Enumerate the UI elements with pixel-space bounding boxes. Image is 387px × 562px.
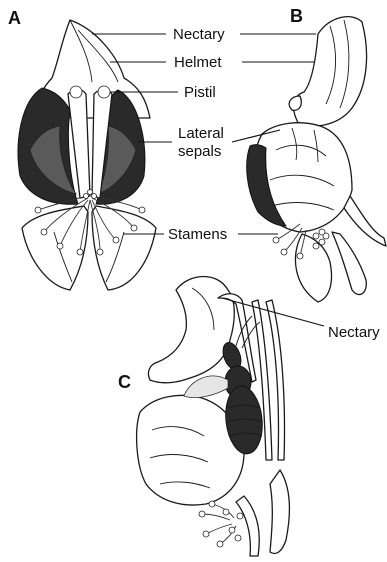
label-pistil: Pistil [184, 84, 216, 101]
panel-b-pedicel [344, 196, 386, 246]
label-lateral-sepals-line2: sepals [178, 143, 221, 160]
panel-a-letter: A [8, 8, 21, 28]
panel-c-letter: C [118, 372, 131, 392]
label-nectary: Nectary [173, 26, 225, 43]
panel-a-lower-sepal-left [22, 206, 88, 290]
panel-b-letter: B [290, 6, 303, 26]
panel-b-helmet [294, 17, 367, 127]
panel-a-flower: A [8, 8, 156, 290]
label-helmet: Helmet [174, 54, 222, 71]
panel-c-flower-with-bee: C [118, 277, 289, 557]
panel-c-stamens [199, 501, 243, 547]
label-lateral-sepals-line1: Lateral [178, 125, 224, 142]
label-nectary-c: Nectary [328, 324, 380, 341]
panel-b-flower: B [247, 6, 386, 302]
panel-c-helmet [148, 277, 234, 383]
label-stamens: Stamens [168, 226, 227, 243]
